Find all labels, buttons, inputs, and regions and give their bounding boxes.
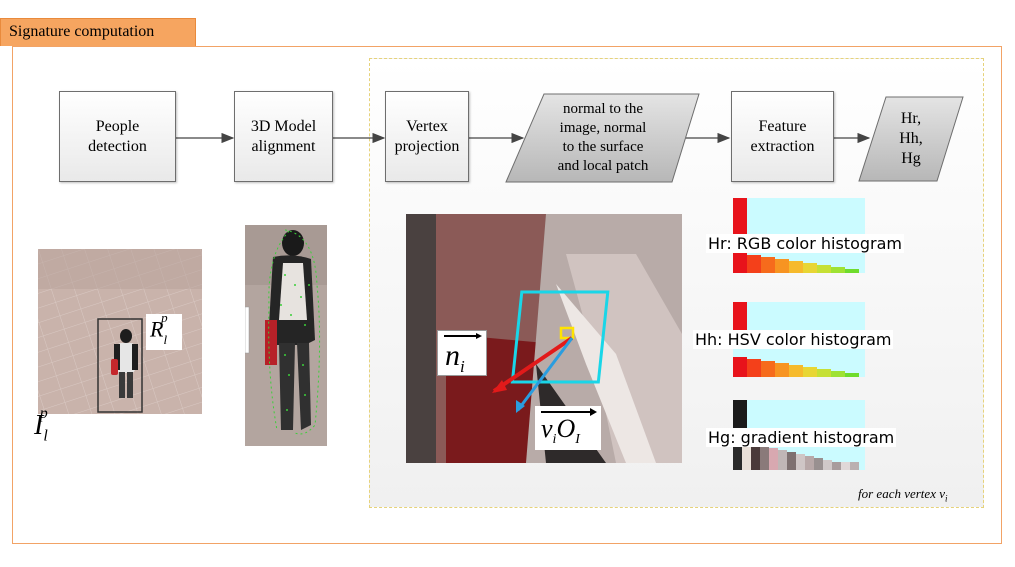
histogram-label: Hh: HSV color histogram — [693, 330, 894, 349]
view-vector-text: viOI — [541, 414, 580, 448]
view-vector-v-sub: i — [552, 432, 557, 448]
histogram-bin — [845, 269, 859, 273]
histogram-bin — [817, 265, 831, 273]
histogram-bin — [769, 448, 778, 470]
section-title-tab: Signature computation — [0, 18, 196, 46]
histogram-bin — [789, 365, 803, 377]
view-vector-v: v — [541, 414, 553, 443]
view-arrow — [516, 337, 574, 411]
histograms-data-shape — [858, 96, 964, 182]
region-sup: p — [161, 310, 168, 325]
section-title: Signature computation — [9, 23, 155, 40]
histogram-bin — [751, 444, 760, 470]
view-vector-label: viOI — [535, 406, 601, 450]
normal-vector-arrowhead — [476, 333, 482, 339]
histogram-bin — [747, 255, 761, 273]
image-sub: l — [43, 427, 48, 445]
caption-text: for each vertex v — [858, 486, 945, 501]
view-vector-o: O — [556, 414, 576, 443]
zoomed-patch-image — [406, 214, 682, 463]
histogram-bin — [733, 253, 747, 273]
vertex-projection-label: Vertex projection — [394, 117, 460, 155]
people-detection-box: People detection — [59, 91, 176, 182]
region-symbol: R — [150, 316, 164, 342]
feature-extraction-box: Feature extraction — [731, 91, 834, 182]
image-label: Ilp — [34, 405, 56, 446]
histogram-bin — [742, 442, 751, 470]
model-alignment-box: 3D Model alignment — [234, 91, 333, 182]
person-model-image — [245, 225, 327, 446]
detection-box — [97, 318, 143, 413]
histogram-bin — [803, 367, 817, 377]
histogram-label: Hr: RGB color histogram — [706, 234, 904, 253]
histogram-bin — [760, 446, 769, 470]
histogram-bin — [761, 361, 775, 377]
normals-data-label: normal to the image, normal to the surfa… — [557, 101, 649, 174]
histogram-bin — [803, 263, 817, 273]
normals-data-text: normal to the image, normal to the surfa… — [520, 94, 686, 182]
normals-data-shape — [505, 93, 700, 183]
histogram-bin — [778, 450, 787, 470]
region-sub: l — [163, 331, 168, 347]
histogram-bin — [817, 369, 831, 377]
histogram-bin — [823, 460, 832, 470]
histogram-bin — [814, 458, 823, 470]
vertex-projection-box: Vertex projection — [385, 91, 469, 182]
street-scene-image — [38, 249, 202, 414]
histogram-bin — [832, 462, 841, 470]
histogram-bin — [775, 259, 789, 273]
histogram-bin — [787, 452, 796, 470]
model-alignment-label: 3D Model alignment — [250, 117, 317, 155]
panel-caption: for each vertex vi — [858, 486, 948, 504]
histogram-bin — [805, 456, 814, 470]
view-vector-o-sub: I — [575, 432, 580, 448]
normal-vector-text: ni — [445, 339, 465, 377]
histogram-bin — [831, 267, 845, 273]
normal-vector-bar — [444, 335, 478, 337]
local-patch-box — [510, 290, 610, 384]
histogram-top-bin — [733, 198, 747, 236]
histogram-bin — [733, 357, 747, 377]
histogram-bin — [775, 363, 789, 377]
histogram-bin — [747, 359, 761, 377]
normal-vector-label: ni — [437, 330, 487, 376]
histogram-bin — [831, 371, 845, 377]
normal-vector-sub: i — [460, 357, 465, 376]
histogram-bin — [841, 462, 850, 470]
histogram-bin — [845, 373, 859, 377]
outer-frame — [12, 46, 1002, 544]
people-detection-label: People detection — [88, 117, 147, 155]
image-sup: p — [39, 404, 48, 422]
histogram-bin — [761, 257, 775, 273]
normal-arrow — [492, 336, 574, 393]
view-vector-bar — [541, 411, 593, 413]
histogram-label: Hg: gradient histogram — [706, 428, 897, 447]
feature-extraction-label: Feature extraction — [750, 117, 815, 155]
histogram-bin — [796, 454, 805, 470]
histogram-bin — [733, 440, 742, 470]
histogram-bin — [789, 261, 803, 273]
histograms-output-text: Hr, Hh, Hg — [872, 97, 950, 181]
region-label: Rlp — [150, 310, 174, 347]
image-symbol: I — [34, 410, 44, 441]
caption-sub: i — [944, 493, 948, 504]
view-vector-arrowhead — [590, 408, 597, 416]
histograms-output-label: Hr, Hh, Hg — [899, 110, 923, 167]
normal-vector-symbol: n — [445, 339, 460, 372]
histogram-bin — [850, 462, 859, 470]
vertex-marker — [559, 326, 575, 340]
